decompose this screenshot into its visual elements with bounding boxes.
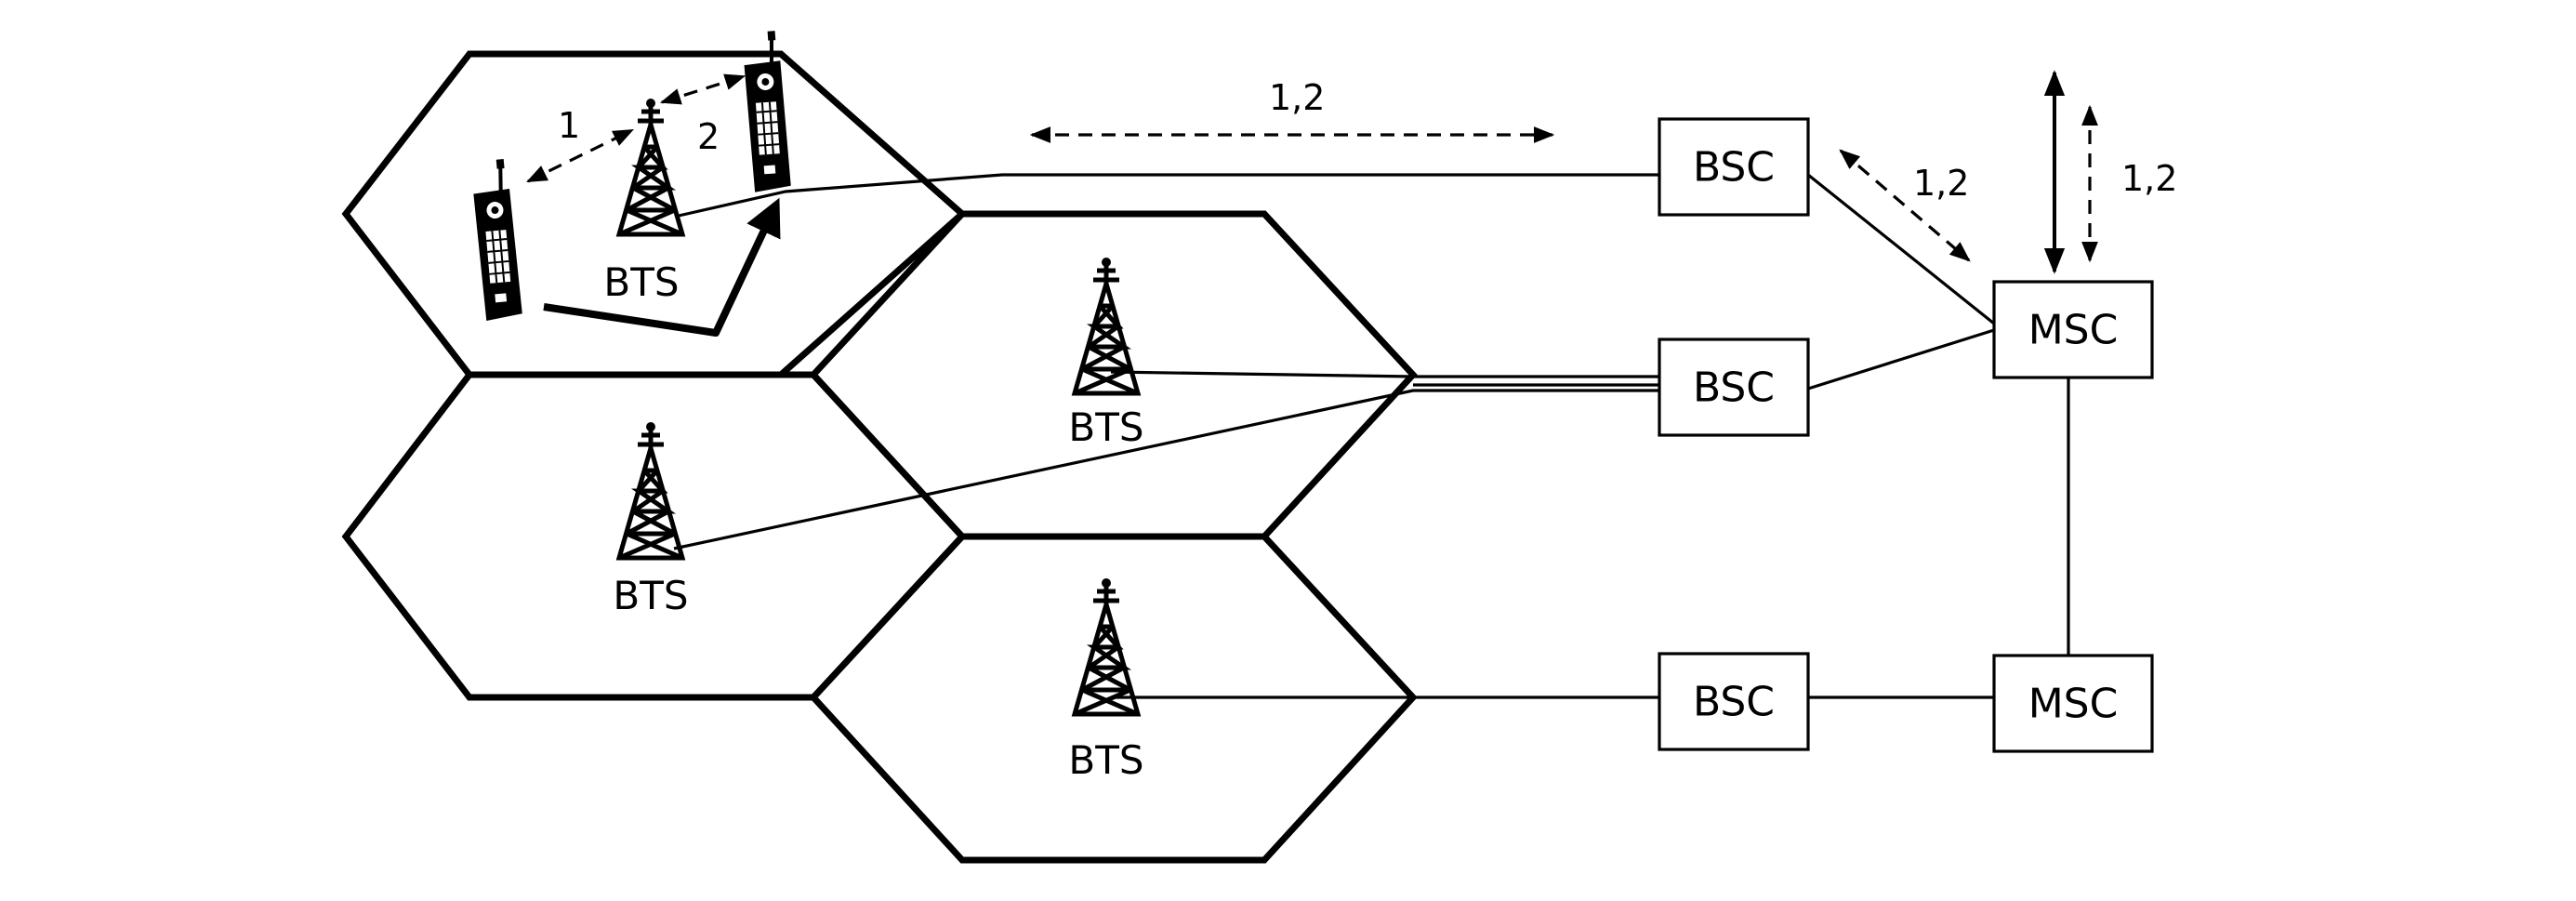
bsc-box-2: BSC <box>1658 338 1810 437</box>
wire-bts3-bsc2 <box>673 389 1659 550</box>
mobile-phone-1-icon <box>469 156 523 322</box>
wire-bts2-bsc2 <box>1110 370 1659 378</box>
signal-label-msc-up: 1,2 <box>2121 158 2177 199</box>
signal-label-2: 2 <box>697 116 720 157</box>
handover-movement-arrow <box>543 197 781 337</box>
bsc-label-3: BSC <box>1693 679 1775 726</box>
msc-label-2: MSC <box>2028 681 2119 728</box>
bts-tower-4-icon <box>1075 578 1138 714</box>
msc-box-1: MSC <box>1992 280 2154 379</box>
phone1-bts-link-arrow <box>525 128 635 183</box>
signal-label-bts-bsc: 1,2 <box>1269 77 1325 118</box>
wire-bsc2-msc1 <box>1807 328 1995 391</box>
bsc-box-1: BSC <box>1658 117 1810 217</box>
bsc-label-1: BSC <box>1693 144 1775 192</box>
signal-label-1: 1 <box>558 105 580 146</box>
cell-bottom-right <box>809 533 1418 864</box>
msc-box-2: MSC <box>1992 654 2154 753</box>
bts-label-2: BTS <box>1068 404 1143 450</box>
phone2-bts-link-arrow <box>659 73 746 105</box>
wire-bts1-bsc1 <box>678 173 1659 218</box>
bts-label-1: BTS <box>603 259 679 305</box>
bts-tower-1-icon <box>619 99 682 234</box>
signal-label-bsc-msc: 1,2 <box>1913 163 1969 204</box>
bsc-label-2: BSC <box>1693 364 1775 412</box>
bsc-msc-signal-arrow <box>1839 149 1971 262</box>
bts-tower-3-icon <box>619 422 682 558</box>
bsc-box-3: BSC <box>1658 652 1810 751</box>
bts-label-4: BTS <box>1068 737 1143 783</box>
msc-label-1: MSC <box>2028 307 2119 354</box>
bts-label-3: BTS <box>613 573 688 618</box>
